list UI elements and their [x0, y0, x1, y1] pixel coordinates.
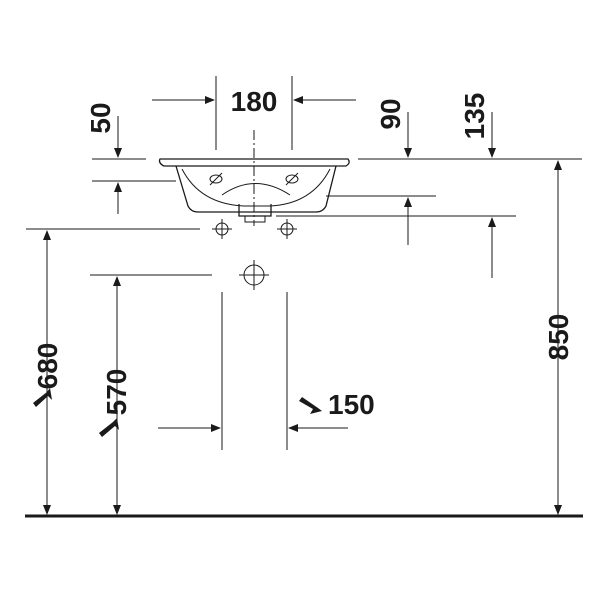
dimension-570-label: 570	[101, 369, 132, 416]
dimension-150-label: 150	[328, 389, 375, 420]
dimension-90-label: 90	[375, 98, 406, 129]
dimension-150: 150	[158, 292, 375, 450]
dimension-50: 50	[85, 102, 176, 214]
supply-connection-left	[212, 219, 232, 239]
basin-outline	[158, 158, 350, 223]
drain-connection	[239, 260, 269, 290]
dimension-50-label: 50	[85, 102, 116, 133]
supply-connection-right	[277, 219, 297, 239]
dimension-135-label: 135	[459, 93, 490, 140]
arrow-680-icon	[33, 388, 52, 407]
dimension-850-label: 850	[543, 314, 574, 361]
dimension-135: 135	[276, 93, 516, 278]
tap-hole-left-icon	[209, 174, 223, 184]
tap-hole-right-icon	[285, 174, 299, 184]
dimension-850: 850	[543, 160, 574, 515]
dimension-680-label: 680	[32, 343, 63, 390]
dimension-180: 180	[152, 76, 356, 150]
arrow-570-icon	[99, 418, 119, 437]
arrow-150-icon	[299, 397, 322, 414]
dimension-90: 90	[326, 98, 582, 245]
dimension-180-label: 180	[231, 86, 278, 117]
dimension-680: 680	[26, 228, 200, 515]
dimension-570: 570	[90, 274, 212, 515]
